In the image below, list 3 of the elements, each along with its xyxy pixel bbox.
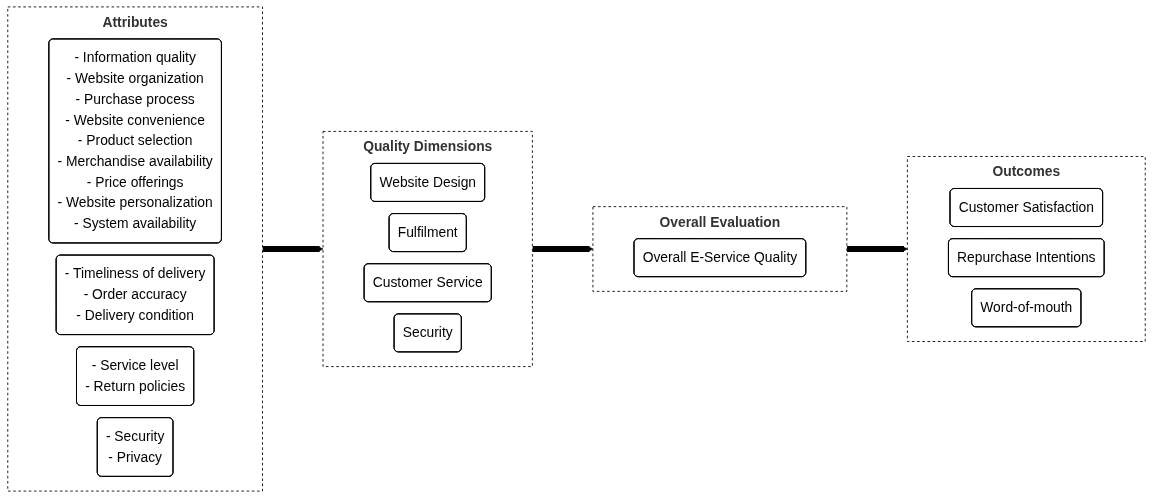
arrow: [532, 245, 594, 253]
arrow: [262, 245, 324, 253]
arrow: [846, 245, 908, 253]
